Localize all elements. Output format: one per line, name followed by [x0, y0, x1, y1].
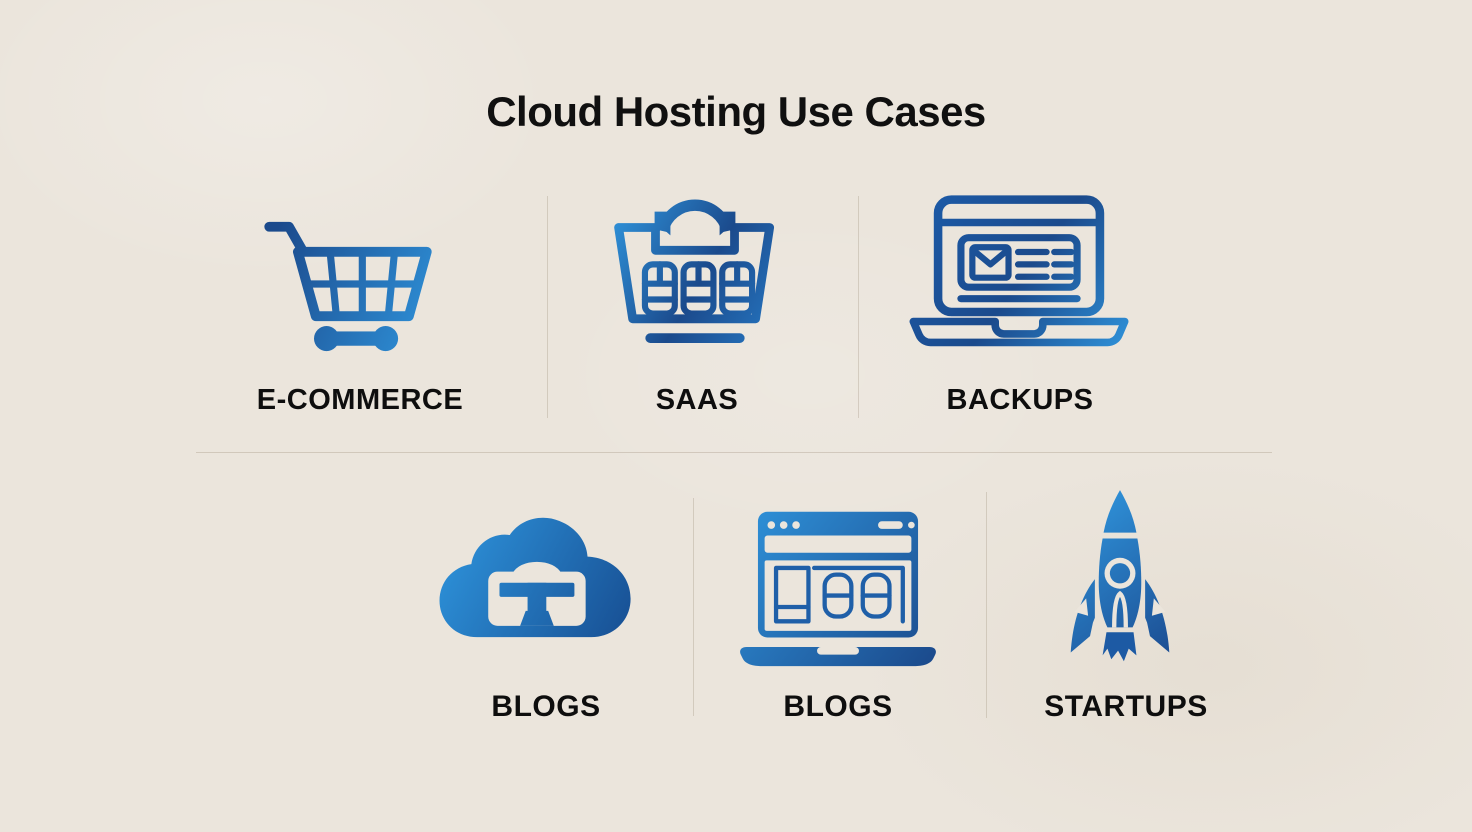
divider-vertical-2: [858, 196, 859, 418]
rocket-icon: [1062, 484, 1178, 678]
divider-vertical-3: [693, 498, 694, 716]
shopping-cart-icon: [258, 216, 438, 352]
use-case-label-startups: STARTUPS: [1044, 690, 1208, 723]
divider-vertical-4: [986, 492, 987, 718]
cloud-blog-icon: [428, 506, 644, 654]
shopping-basket-icon: [594, 180, 796, 354]
use-case-label-backups: BACKUPS: [946, 384, 1094, 416]
page-title: Cloud Hosting Use Cases: [486, 88, 986, 135]
divider-vertical-1: [547, 196, 548, 418]
browser-laptop-icon: [733, 506, 943, 668]
use-case-label-ecommerce: E-COMMERCE: [256, 384, 464, 416]
use-case-label-blogs-browser: BLOGS: [783, 690, 893, 723]
laptop-email-icon: [900, 192, 1138, 352]
use-case-label-saas: SAAS: [655, 384, 739, 416]
divider-horizontal: [196, 452, 1272, 453]
use-case-label-blogs-cloud: BLOGS: [491, 690, 601, 723]
